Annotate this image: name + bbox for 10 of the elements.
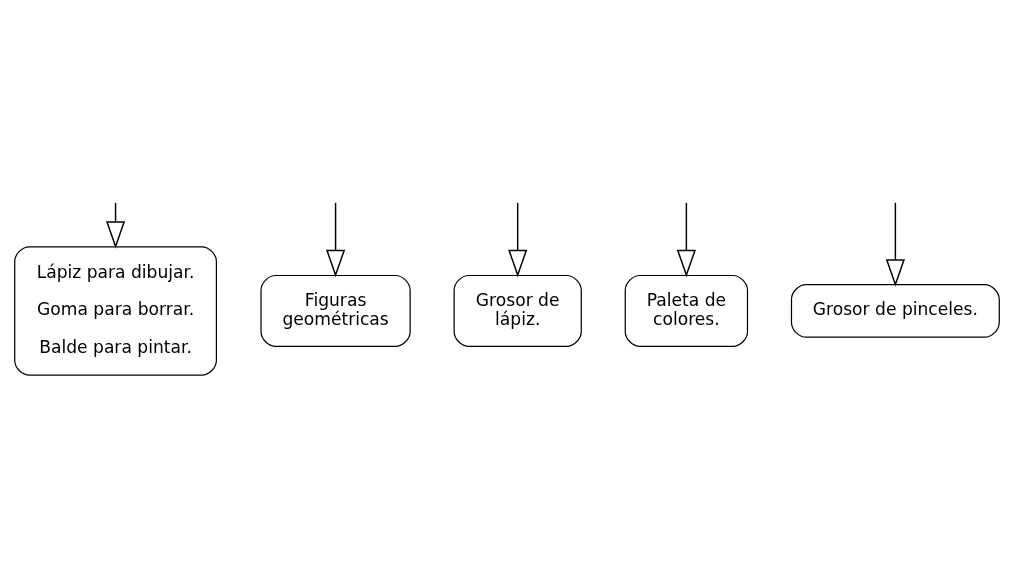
arrow <box>676 202 696 278</box>
node-box: Grosor de pinceles. <box>790 284 1000 338</box>
arrow <box>508 202 528 278</box>
arrow <box>105 202 126 249</box>
arrow <box>885 202 905 287</box>
node-box: Grosor de lápiz. <box>453 274 582 347</box>
node-box: Lápiz para dibujar. Goma para borrar. Balde para pintar. <box>14 246 217 376</box>
node-box: Paleta de colores. <box>624 274 749 347</box>
arrow <box>326 202 346 278</box>
node-box: Figuras geométricas <box>260 274 411 347</box>
